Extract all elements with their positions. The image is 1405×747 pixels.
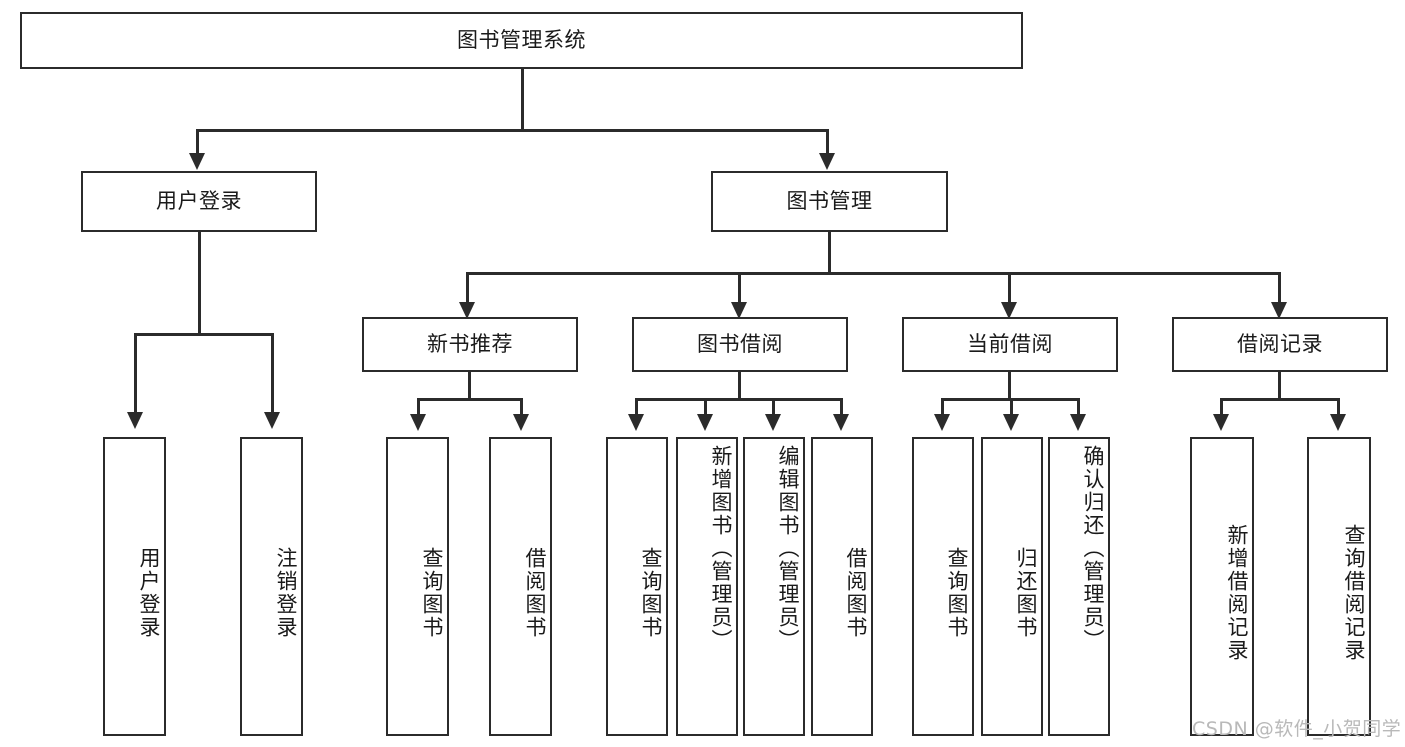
node-label: 当前借阅 — [967, 331, 1053, 356]
node-label: 查询图书 — [639, 546, 663, 639]
arrowhead-leaf-confirm-return-admin — [1070, 414, 1086, 431]
node-label: 注销登录 — [274, 546, 298, 639]
edge-to-current-borrow — [1008, 272, 1011, 305]
edge-to-borrow-record — [1278, 272, 1281, 305]
node-leaf-add-book-admin[interactable]: 新增图书（管理员） — [676, 437, 738, 736]
edge-current-borrow-trunk — [1008, 372, 1011, 400]
node-leaf-query-book-3[interactable]: 查询图书 — [912, 437, 974, 736]
edge-level3-bus — [466, 272, 1280, 275]
node-leaf-query-borrow-record[interactable]: 查询借阅记录 — [1307, 437, 1371, 736]
edge-user-login-bus — [134, 333, 274, 336]
edge-to-user-login — [196, 129, 199, 156]
edge-user-login-trunk — [198, 232, 201, 336]
node-label: 图书管理系统 — [457, 27, 586, 52]
node-leaf-user-login[interactable]: 用户登录 — [103, 437, 166, 736]
edge-borrow-record-trunk — [1278, 372, 1281, 400]
edge-book-borrow-drop-3 — [772, 398, 775, 418]
node-label: 借阅图书 — [844, 546, 868, 639]
node-leaf-confirm-return-admin[interactable]: 确认归还（管理员） — [1048, 437, 1110, 736]
arrowhead-leaf-borrow-book-1 — [513, 414, 529, 431]
arrowhead-borrow-record — [1271, 302, 1287, 319]
edge-current-borrow-drop-1 — [941, 398, 944, 418]
edge-user-login-right-drop — [271, 333, 274, 415]
edge-book-borrow-drop-2 — [704, 398, 707, 418]
node-leaf-query-book-2[interactable]: 查询图书 — [606, 437, 668, 736]
arrowhead-leaf-query-book-3 — [934, 414, 950, 431]
arrowhead-book-management — [819, 153, 835, 170]
node-book-management[interactable]: 图书管理 — [711, 171, 948, 232]
edge-root-trunk — [521, 69, 524, 131]
node-leaf-query-book-1[interactable]: 查询图书 — [386, 437, 449, 736]
node-label: 借阅记录 — [1237, 331, 1323, 356]
arrowhead-leaf-borrow-book-2 — [833, 414, 849, 431]
arrowhead-leaf-add-borrow-record — [1213, 414, 1229, 431]
edge-borrow-record-left-drop — [1220, 398, 1223, 418]
arrowhead-leaf-return-book — [1003, 414, 1019, 431]
arrowhead-current-borrow — [1001, 302, 1017, 319]
edge-book-borrow-trunk — [738, 372, 741, 400]
node-label: 借阅图书 — [523, 546, 547, 639]
node-label: 查询图书 — [420, 546, 444, 639]
edge-new-book-left-drop — [417, 398, 420, 418]
arrowhead-leaf-edit-book-admin — [765, 414, 781, 431]
node-label: 用户登录 — [137, 546, 161, 639]
arrowhead-user-login — [189, 153, 205, 170]
node-label: 归还图书 — [1014, 546, 1038, 639]
edge-new-book-right-drop — [520, 398, 523, 418]
node-leaf-add-borrow-record[interactable]: 新增借阅记录 — [1190, 437, 1254, 736]
edge-borrow-record-bus — [1220, 398, 1340, 401]
arrowhead-leaf-query-borrow-record — [1330, 414, 1346, 431]
node-label: 新书推荐 — [427, 331, 513, 356]
edge-new-book-bus — [417, 398, 523, 401]
node-leaf-return-book[interactable]: 归还图书 — [981, 437, 1043, 736]
edge-user-login-left-drop — [134, 333, 137, 415]
node-label: 编辑图书（管理员） — [776, 445, 800, 652]
node-leaf-borrow-book-1[interactable]: 借阅图书 — [489, 437, 552, 736]
node-label: 新增借阅记录 — [1225, 523, 1249, 662]
arrowhead-leaf-add-book-admin — [697, 414, 713, 431]
node-leaf-logout-login[interactable]: 注销登录 — [240, 437, 303, 736]
node-new-book-recommend[interactable]: 新书推荐 — [362, 317, 578, 372]
edge-book-management-trunk — [828, 232, 831, 274]
edge-to-book-borrow — [738, 272, 741, 305]
node-current-borrow[interactable]: 当前借阅 — [902, 317, 1118, 372]
node-leaf-borrow-book-2[interactable]: 借阅图书 — [811, 437, 873, 736]
node-label: 查询借阅记录 — [1342, 523, 1366, 662]
edge-current-borrow-drop-3 — [1077, 398, 1080, 418]
arrowhead-book-borrow — [731, 302, 747, 319]
node-label: 查询图书 — [945, 546, 969, 639]
edge-book-borrow-drop-4 — [840, 398, 843, 418]
node-label: 用户登录 — [156, 188, 242, 213]
edge-book-borrow-bus — [635, 398, 843, 401]
arrowhead-leaf-logout-login — [264, 412, 280, 429]
arrowhead-leaf-user-login — [127, 412, 143, 429]
edge-to-new-book-recommend — [466, 272, 469, 305]
arrowhead-new-book-recommend — [459, 302, 475, 319]
node-borrow-record[interactable]: 借阅记录 — [1172, 317, 1388, 372]
edge-book-borrow-drop-1 — [635, 398, 638, 418]
node-label: 图书管理 — [786, 188, 873, 213]
node-book-borrow[interactable]: 图书借阅 — [632, 317, 848, 372]
edge-new-book-trunk — [468, 372, 471, 400]
node-label: 图书借阅 — [697, 331, 783, 356]
arrowhead-leaf-query-book-1 — [410, 414, 426, 431]
edge-borrow-record-right-drop — [1337, 398, 1340, 418]
node-user-login[interactable]: 用户登录 — [81, 171, 317, 232]
node-label: 确认归还（管理员） — [1081, 445, 1105, 652]
edge-current-borrow-drop-2 — [1010, 398, 1013, 418]
node-label: 新增图书（管理员） — [709, 445, 733, 652]
node-leaf-edit-book-admin[interactable]: 编辑图书（管理员） — [743, 437, 805, 736]
arrowhead-leaf-query-book-2 — [628, 414, 644, 431]
node-root-system[interactable]: 图书管理系统 — [20, 12, 1023, 69]
edge-level2-bus — [196, 129, 828, 132]
edge-to-book-management — [826, 129, 829, 156]
